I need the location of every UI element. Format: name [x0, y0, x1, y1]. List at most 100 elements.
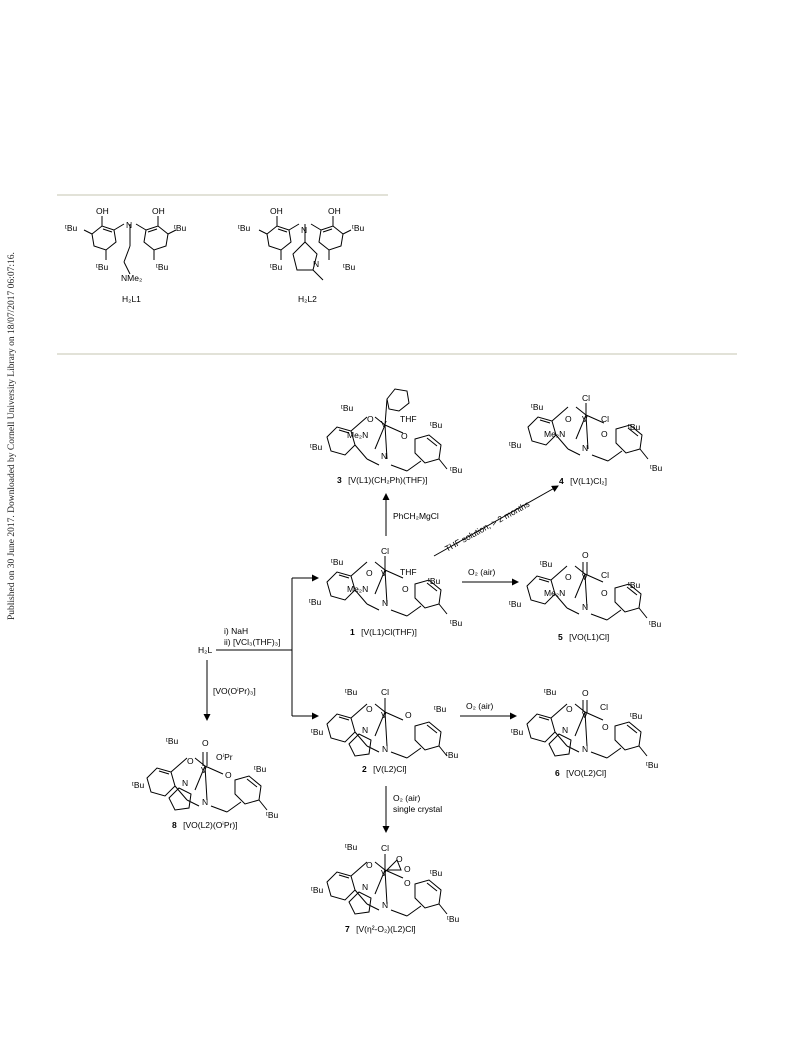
c8-o2: O	[225, 770, 232, 780]
c6-formula: [VO(L2)Cl]	[566, 768, 606, 778]
c7-tbu-1: ᵗBu	[345, 842, 358, 852]
arrow-to-4	[433, 485, 559, 557]
c7-tbu-3: ᵗBu	[311, 885, 324, 895]
c2-number: 2	[362, 764, 367, 774]
c8-tbu-1: ᵗBu	[166, 736, 179, 746]
c5-tbu-2: ᵗBu	[628, 580, 641, 590]
complex-8	[146, 752, 268, 813]
c1-tbu-4: ᵗBu	[450, 618, 463, 628]
c7-v: V	[381, 868, 387, 878]
ligand-h2l2	[258, 215, 352, 281]
reagent-vcl3: ii) [VCl₃(THF)₃]	[224, 637, 281, 647]
complex-5	[526, 562, 648, 621]
h2l1-tbu-4: ᵗBu	[156, 262, 169, 272]
complex-1	[326, 556, 448, 617]
c6-v: V	[582, 710, 588, 720]
c4-n: N	[582, 443, 588, 453]
h2l1-oh-right: OH	[152, 206, 165, 216]
c6-number: 6	[555, 768, 560, 778]
c1-n: N	[382, 598, 388, 608]
reagent-thf-months: THF solution, > 2 months	[443, 499, 531, 554]
c6-o-oxo: O	[582, 688, 589, 698]
c3-tbu-3: ᵗBu	[310, 442, 323, 452]
ligand-h2l1	[83, 215, 177, 275]
reagent-o2-1: O₂ (air)	[468, 567, 496, 577]
c7-o: O	[366, 860, 373, 870]
reagent-single-crystal: single crystal	[393, 804, 442, 814]
c5-o-oxo: O	[582, 550, 589, 560]
c6-tbu-1: ᵗBu	[544, 687, 557, 697]
c3-formula: [V(L1)(CH₂Ph)(THF)]	[348, 475, 427, 485]
c1-tbu-2: ᵗBu	[428, 576, 441, 586]
c8-caption: 8 [VO(L2)(OⁱPr)]	[172, 820, 238, 830]
c3-o: O	[367, 414, 374, 424]
c2-cl: Cl	[381, 687, 389, 697]
c6-tbu-3: ᵗBu	[511, 727, 524, 737]
h2l2-tbu-2: ᵗBu	[352, 223, 365, 233]
c7-o-peroxo-1: O	[396, 854, 403, 864]
c4-o: O	[565, 414, 572, 424]
c2-tbu-4: ᵗBu	[446, 750, 459, 760]
c2-tbu-3: ᵗBu	[311, 727, 324, 737]
c8-n2: N	[202, 797, 208, 807]
c4-o2: O	[601, 429, 608, 439]
c5-formula: [VO(L1)Cl]	[569, 632, 609, 642]
h2l1-tbu-1: ᵗBu	[65, 223, 78, 233]
c5-v: V	[582, 572, 588, 582]
c8-tbu-2: ᵗBu	[254, 764, 267, 774]
c7-o-peroxo-2: O	[404, 864, 411, 874]
c1-cl: Cl	[381, 546, 389, 556]
c4-formula: [V(L1)Cl₂]	[570, 476, 607, 486]
c2-formula: [V(L2)Cl]	[373, 764, 407, 774]
complex-4	[527, 403, 649, 462]
c2-n2: N	[382, 744, 388, 754]
c1-tbu-3: ᵗBu	[309, 597, 322, 607]
c7-caption: 7 [V(η²-O₂)(L2)Cl]	[345, 924, 416, 934]
c5-me2n: Me₂N	[544, 588, 565, 598]
c1-o: O	[366, 568, 373, 578]
c3-thf: THF	[400, 414, 417, 424]
c5-number: 5	[558, 632, 563, 642]
c3-v: V	[381, 419, 387, 429]
c8-o: O	[187, 756, 194, 766]
c8-v: V	[201, 765, 207, 775]
c1-v: V	[381, 568, 387, 578]
c6-tbu-4: ᵗBu	[646, 760, 659, 770]
c3-o2: O	[401, 431, 408, 441]
c7-o2: O	[404, 878, 411, 888]
c4-cl-top: Cl	[582, 393, 590, 403]
c5-tbu-4: ᵗBu	[649, 619, 662, 629]
c6-caption: 6 [VO(L2)Cl]	[555, 768, 606, 778]
c8-tbu-4: ᵗBu	[266, 810, 279, 820]
c3-n: N	[381, 451, 387, 461]
c3-me2n: Me₂N	[347, 430, 368, 440]
c5-tbu-3: ᵗBu	[509, 599, 522, 609]
c8-n: N	[182, 778, 188, 788]
c3-tbu-4: ᵗBu	[450, 465, 463, 475]
c8-formula: [VO(L2)(OⁱPr)]	[183, 820, 237, 830]
h2l2-oh-left: OH	[270, 206, 283, 216]
h2l2-tbu-3: ᵗBu	[270, 262, 283, 272]
c8-number: 8	[172, 820, 177, 830]
c7-tbu-4: ᵗBu	[447, 914, 460, 924]
h2l1-label: H₂L1	[122, 294, 141, 304]
complex-7	[326, 854, 448, 917]
c2-v: V	[381, 710, 387, 720]
c1-caption: 1 [V(L1)Cl(THF)]	[350, 627, 417, 637]
c6-o2: O	[602, 722, 609, 732]
c4-me2n: Me₂N	[544, 429, 565, 439]
c5-o: O	[565, 572, 572, 582]
complex-2	[326, 698, 448, 759]
c8-oipr: OⁱPr	[216, 752, 233, 762]
reagent-nah: i) NaH	[224, 626, 248, 636]
complex-6	[526, 700, 648, 759]
complex-3	[326, 388, 448, 472]
h2l1-tbu-2: ᵗBu	[174, 223, 187, 233]
reagent-benzyl: PhCH₂MgCl	[393, 511, 439, 521]
c2-tbu-2: ᵗBu	[434, 704, 447, 714]
c7-cl: Cl	[381, 843, 389, 853]
c1-number: 1	[350, 627, 355, 637]
publication-note: Published on 30 June 2017. Downloaded by…	[7, 252, 17, 620]
c1-o2: O	[402, 584, 409, 594]
